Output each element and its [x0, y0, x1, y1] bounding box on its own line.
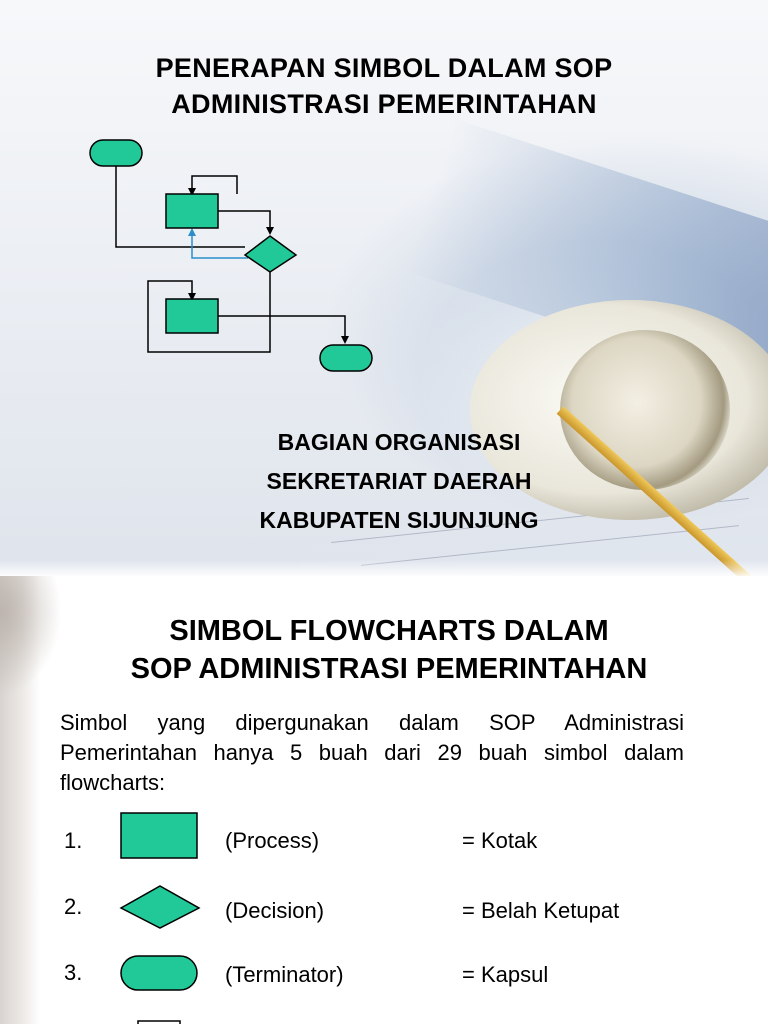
- process-symbol-icon: [120, 812, 198, 859]
- symbol-meaning: = Kapsul: [462, 962, 549, 987]
- symbol-label: (Terminator): [225, 962, 344, 987]
- background-scroll-end: [560, 330, 730, 490]
- flowchart-illustration: [89, 139, 373, 372]
- symbol-number: 2.: [64, 894, 83, 919]
- cover-title-line1: PENERAPAN SIMBOL DALAM SOP: [155, 53, 613, 83]
- start-terminator-shape: [89, 139, 143, 167]
- end-terminator-shape: [319, 344, 373, 372]
- symbol-label: (Process): [225, 828, 320, 853]
- slide-left-decoration: [0, 576, 62, 696]
- slide-bottom-edge: [0, 560, 768, 576]
- next-symbol-partial: [137, 1020, 181, 1024]
- connector-line: [218, 210, 274, 235]
- decision-symbol-icon: [119, 885, 201, 929]
- symbol-row-process: 1. (Process) = Kotak: [0, 808, 768, 868]
- process-shape: [165, 193, 219, 229]
- connector-line: [115, 166, 245, 248]
- symbol-number: 1.: [64, 828, 83, 853]
- intro-paragraph: Simbol yang dipergunakan dalam SOP Admin…: [60, 710, 684, 795]
- cover-slide: PENERAPAN SIMBOL DALAM SOP ADMINISTRASI …: [0, 0, 768, 576]
- symbol-row-terminator: 3. (Terminator) = Kapsul: [0, 948, 768, 1008]
- symbol-row-decision: 2. (Decision) = Belah Ketupat: [0, 880, 768, 940]
- org-line1: BAGIAN ORGANISASI: [277, 429, 521, 455]
- return-arrow: [188, 228, 248, 259]
- connector-line: [188, 175, 238, 196]
- cover-title-line2: ADMINISTRASI PEMERINTAHAN: [171, 89, 597, 119]
- connector-line: [218, 315, 349, 344]
- organization-block: BAGIAN ORGANISASI SEKRETARIAT DAERAH KAB…: [0, 423, 768, 540]
- symbol-meaning: = Belah Ketupat: [462, 898, 620, 923]
- decision-shape: [243, 235, 298, 273]
- terminator-symbol-icon: [120, 955, 198, 991]
- cover-title: PENERAPAN SIMBOL DALAM SOP ADMINISTRASI …: [0, 50, 768, 122]
- connector-line: [147, 272, 271, 353]
- org-line2: SEKRETARIAT DAERAH: [266, 468, 532, 494]
- symbols-slide: SIMBOL FLOWCHARTS DALAM SOP ADMINISTRASI…: [0, 576, 768, 1024]
- symbols-title-line2: SOP ADMINISTRASI PEMERINTAHAN: [130, 653, 648, 685]
- process-shape: [165, 298, 219, 334]
- symbol-meaning: = Kotak: [462, 828, 538, 853]
- symbols-title: SIMBOL FLOWCHARTS DALAM SOP ADMINISTRASI…: [0, 612, 768, 688]
- org-line3: KABUPATEN SIJUNJUNG: [259, 507, 539, 533]
- symbols-title-line1: SIMBOL FLOWCHARTS DALAM: [169, 615, 609, 647]
- symbol-label: (Decision): [225, 898, 325, 923]
- symbol-number: 3.: [64, 960, 83, 985]
